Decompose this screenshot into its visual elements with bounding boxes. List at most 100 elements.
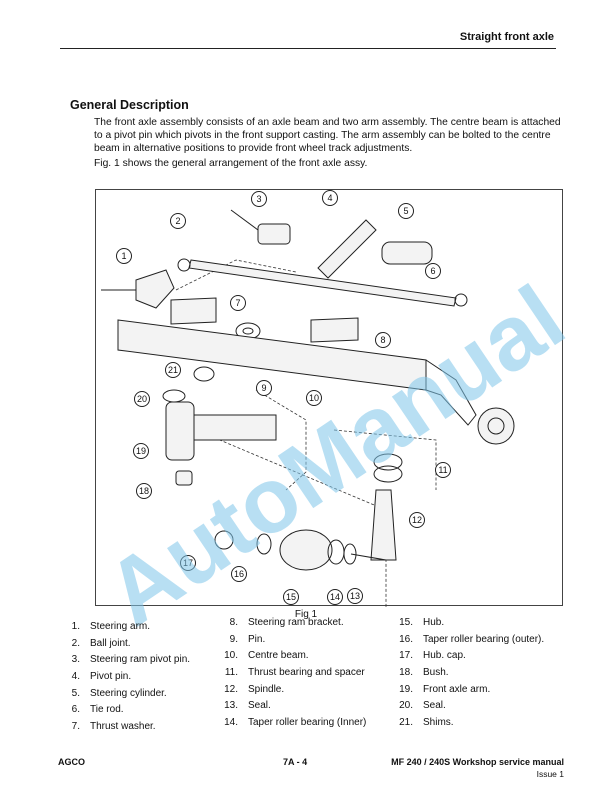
callout-10: 10 xyxy=(306,390,322,406)
legend-item: 15.Hub. xyxy=(393,617,563,634)
legend-item: 21.Shims. xyxy=(393,717,563,734)
legend-text: Seal. xyxy=(423,700,446,712)
legend-number: 8. xyxy=(229,617,238,628)
issue-number: Issue 1 xyxy=(536,769,564,779)
outer-bearing-part xyxy=(256,533,272,555)
legend-text: Hub. cap. xyxy=(423,650,466,662)
svg-text:5: 5 xyxy=(403,206,408,216)
guide-line xyxy=(195,429,387,607)
callout-19: 19 xyxy=(133,443,149,459)
footer-brand: AGCO xyxy=(58,757,85,767)
legend-number: 19. xyxy=(399,683,413,695)
svg-text:3: 3 xyxy=(256,194,261,204)
svg-text:9: 9 xyxy=(261,383,266,393)
legend-item: 19.Front axle arm. xyxy=(393,684,563,701)
legend-number: 12. xyxy=(224,683,238,695)
exploded-diagram-drawing: 1 2 3 4 5 6 7 8 9 10 11 12 13 14 15 16 1… xyxy=(101,190,515,607)
svg-text:4: 4 xyxy=(327,193,332,203)
legend-item: 20. Seal. xyxy=(393,700,563,717)
callout-6: 6 xyxy=(425,263,441,279)
thrust-spacer-part xyxy=(373,465,403,483)
svg-text:7: 7 xyxy=(235,298,240,308)
wheel-hub-part xyxy=(477,407,515,445)
legend-text: Thrust bearing and spacer xyxy=(248,667,365,679)
legend-number: 5. xyxy=(71,687,80,699)
svg-text:6: 6 xyxy=(430,266,435,276)
seal-part xyxy=(162,389,186,403)
callout-11: 11 xyxy=(435,462,451,478)
legend-text: Shims. xyxy=(423,717,454,729)
legend-item: 5. Steering cylinder. xyxy=(60,688,210,705)
legend-item: 13.Seal. xyxy=(218,700,388,717)
svg-text:2: 2 xyxy=(175,216,180,226)
ball-joint-part xyxy=(454,293,468,307)
svg-text:16: 16 xyxy=(234,569,244,579)
legend-text: Taper roller bearing (Inner) xyxy=(248,717,367,729)
svg-text:20: 20 xyxy=(137,394,147,404)
legend-number: 10. xyxy=(224,650,238,662)
callout-14: 14 xyxy=(327,589,343,605)
parts-legend-column-2: 8.Steering ram bracket. 9.Pin. 10.Centre… xyxy=(218,617,388,734)
legend-text: Centre beam. xyxy=(248,650,309,662)
legend-number: 2. xyxy=(71,637,80,649)
shim-part xyxy=(193,366,215,382)
steering-ram-bracket-part xyxy=(310,317,359,343)
legend-number: 7. xyxy=(71,721,80,733)
guide-line xyxy=(175,259,297,291)
svg-text:19: 19 xyxy=(136,446,146,456)
legend-item: 17.Hub. cap. xyxy=(393,650,563,667)
legend-number: 18. xyxy=(399,667,413,679)
centre-beam-part xyxy=(117,319,427,391)
cylinder-rod-part xyxy=(317,219,377,279)
legend-item: 2.Ball joint. xyxy=(60,638,210,655)
legend-item: 9.Pin. xyxy=(218,634,388,651)
callout-8: 8 xyxy=(375,332,391,348)
header-title: Straight front axle xyxy=(459,31,554,43)
svg-text:10: 10 xyxy=(309,393,319,403)
callout-18: 18 xyxy=(136,483,152,499)
callout-15: 15 xyxy=(283,589,299,605)
legend-number: 20. xyxy=(399,700,413,712)
callout-20: 20 xyxy=(134,391,150,407)
legend-number: 6. xyxy=(71,704,80,716)
guide-line xyxy=(333,429,437,490)
legend-text: Pivot pin. xyxy=(90,671,132,683)
svg-text:1: 1 xyxy=(121,251,126,261)
legend-number: 1. xyxy=(71,621,80,632)
legend-item: 3. Steering ram pivot pin. xyxy=(60,654,210,671)
section-title: General Description xyxy=(70,98,189,112)
svg-text:14: 14 xyxy=(330,592,340,602)
legend-text: Steering ram pivot pin. xyxy=(90,654,191,666)
legend-number: 13. xyxy=(224,700,238,712)
legend-text: Steering cylinder. xyxy=(90,687,167,699)
legend-number: 3. xyxy=(71,654,80,666)
legend-text: Thrust washer. xyxy=(90,721,156,733)
legend-number: 9. xyxy=(229,633,238,645)
callout-21: 21 xyxy=(165,362,181,378)
intro-paragraph: The front axle assembly consists of an a… xyxy=(94,117,561,154)
spindle-part xyxy=(370,489,397,561)
thrust-washer-hole xyxy=(242,327,254,335)
legend-number: 4. xyxy=(71,671,80,683)
legend-number: 11. xyxy=(224,667,238,679)
steering-ram-pivot-part xyxy=(257,223,291,245)
svg-text:15: 15 xyxy=(286,592,296,602)
legend-item: 14.Taper roller bearing (Inner) xyxy=(218,717,388,734)
spindle-shaft-line xyxy=(350,553,387,561)
steering-arm-part xyxy=(135,269,175,309)
header-rule xyxy=(60,48,556,49)
legend-item: 18.Bush. xyxy=(393,667,563,684)
steering-ram-bracket-part xyxy=(170,297,217,325)
legend-number: 16. xyxy=(399,633,413,645)
legend-text: Tie rod. xyxy=(90,704,124,716)
parts-legend-column-3: 15.Hub. 16. Taper roller bearing (outer).… xyxy=(393,617,563,734)
axle-arm-tube-part xyxy=(165,401,195,461)
legend-text: Spindle. xyxy=(248,683,285,695)
legend-text: Taper roller bearing (outer). xyxy=(423,633,545,645)
legend-text: Hub. xyxy=(423,617,445,628)
callout-3: 3 xyxy=(251,191,267,207)
seal-ring-part xyxy=(343,543,357,565)
svg-text:18: 18 xyxy=(139,486,149,496)
legend-item: 6. Tie rod. xyxy=(60,704,210,721)
figure-caption: Fig 1 xyxy=(294,609,318,620)
